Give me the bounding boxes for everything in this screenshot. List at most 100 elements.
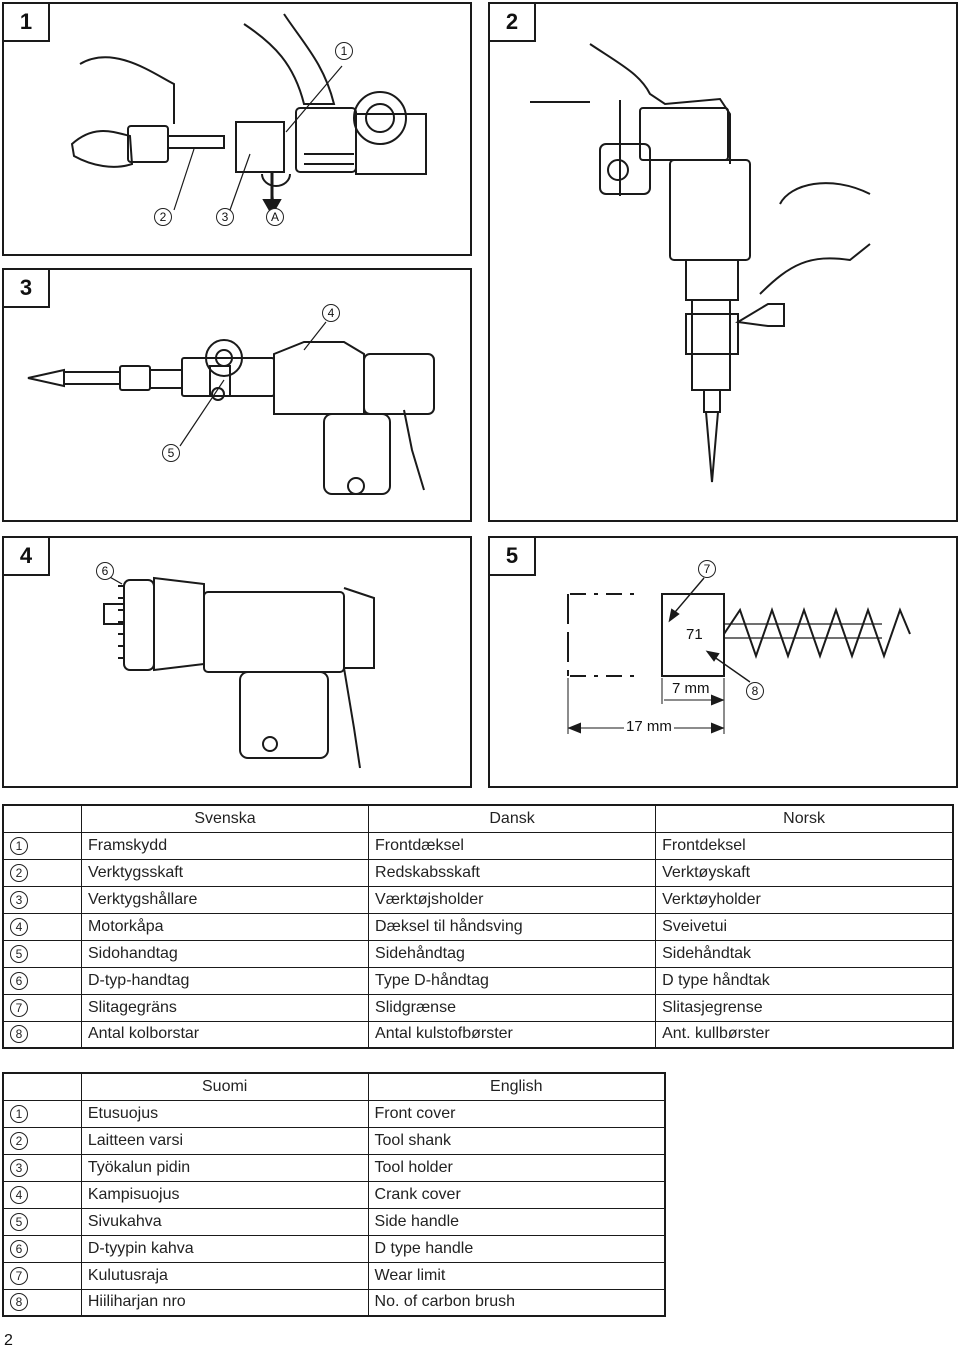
legend-number-circle: 2 bbox=[10, 1131, 28, 1150]
legend-cell: Kulutusraja bbox=[80, 1261, 369, 1290]
legend-number-circle: 8 bbox=[10, 1293, 28, 1312]
legend-header-norsk: Norsk bbox=[655, 804, 954, 833]
legend-cell: Sivukahva bbox=[80, 1207, 369, 1236]
vertical-hammer-illustration bbox=[530, 43, 871, 483]
callout-2: 2 bbox=[154, 208, 172, 226]
legend-cell: Kampisuojus bbox=[80, 1180, 369, 1209]
legend-cell: Antal kulstofbørster bbox=[368, 1020, 657, 1049]
legend-cell: Slitasjegrense bbox=[655, 993, 954, 1022]
page-number: 2 bbox=[4, 1332, 13, 1349]
legend-number-circle: 8 bbox=[10, 1025, 28, 1044]
legend-cell: Sidehåndtak bbox=[655, 939, 954, 968]
legend-header-row: Suomi English bbox=[2, 1072, 666, 1101]
legend-number-circle: 6 bbox=[10, 971, 28, 990]
legend-cell: D-tyypin kahva bbox=[80, 1234, 369, 1263]
measurement-17mm: 17 mm bbox=[624, 718, 674, 735]
legend-row-number: 5 bbox=[2, 1207, 82, 1236]
legend-row-number: 7 bbox=[2, 1261, 82, 1290]
measurement-7mm: 7 mm bbox=[672, 680, 710, 697]
legend-cell: Frontdæksel bbox=[368, 831, 657, 860]
legend-row-number: 1 bbox=[2, 1099, 82, 1128]
d-handle-illustration bbox=[103, 575, 375, 769]
figure-2-panel: 2 bbox=[488, 2, 958, 522]
legend-row-number: 3 bbox=[2, 885, 82, 914]
legend-row-number: 3 bbox=[2, 1153, 82, 1182]
legend-cell: Værktøjsholder bbox=[368, 885, 657, 914]
callout-3: 3 bbox=[216, 208, 234, 226]
legend-row-number: 4 bbox=[2, 912, 82, 941]
legend-cell: Frontdeksel bbox=[655, 831, 954, 860]
legend-row-number: 1 bbox=[2, 831, 82, 860]
legend-number-circle: 5 bbox=[10, 1212, 28, 1231]
legend-number-circle: 1 bbox=[10, 836, 28, 855]
legend-cell: Wear limit bbox=[367, 1261, 666, 1290]
legend-number-circle: 4 bbox=[10, 917, 28, 936]
figure-5-panel: 5 7 8 71 7 mm 17 mm bbox=[488, 536, 958, 788]
legend-cell: Ant. kullbørster bbox=[655, 1020, 954, 1049]
figure-number: 4 bbox=[4, 538, 50, 576]
figure-3-panel: 3 4 5 bbox=[2, 268, 472, 522]
legend-cell: D type handle bbox=[367, 1234, 666, 1263]
legend-cell: Slitagegräns bbox=[80, 993, 370, 1022]
legend-cell: Verktøyskaft bbox=[655, 858, 954, 887]
callout-1: 1 bbox=[335, 42, 353, 60]
legend-cell: Side handle bbox=[367, 1207, 666, 1236]
legend-number-circle: 3 bbox=[10, 890, 28, 909]
legend-cell: Antal kolborstar bbox=[80, 1020, 370, 1049]
figure-1-panel: 1 1 2 3 A bbox=[2, 2, 472, 256]
legend-cell: No. of carbon brush bbox=[367, 1288, 666, 1317]
measurement-71: 71 bbox=[686, 626, 703, 643]
legend-cell: Verktøyholder bbox=[655, 885, 954, 914]
legend-number-circle: 7 bbox=[10, 1266, 28, 1285]
legend-cell: Motorkåpa bbox=[80, 912, 370, 941]
legend-row-number: 2 bbox=[2, 858, 82, 887]
legend-number-circle: 2 bbox=[10, 863, 28, 882]
figure-number: 2 bbox=[490, 4, 536, 42]
legend-row-number: 4 bbox=[2, 1180, 82, 1209]
legend-cell: Type D-håndtag bbox=[368, 966, 657, 995]
figure-4-panel: 4 6 bbox=[2, 536, 472, 788]
figure-number: 1 bbox=[4, 4, 50, 42]
legend-cell: D type håndtak bbox=[655, 966, 954, 995]
legend-cell: Front cover bbox=[367, 1099, 666, 1128]
legend-cell: Etusuojus bbox=[80, 1099, 369, 1128]
callout-4: 4 bbox=[322, 304, 340, 322]
legend-cell: Verktygshållare bbox=[80, 885, 370, 914]
callout-a: A bbox=[266, 208, 284, 226]
legend-cell: D-typ-handtag bbox=[80, 966, 370, 995]
legend-cell: Crank cover bbox=[367, 1180, 666, 1209]
legend-header-suomi: Suomi bbox=[80, 1072, 369, 1101]
side-handle-illustration bbox=[27, 321, 435, 495]
legend-cell: Slidgrænse bbox=[368, 993, 657, 1022]
figure-number: 3 bbox=[4, 270, 50, 308]
legend-cell: Sidohandtag bbox=[80, 939, 370, 968]
legend-cell: Hiiliharjan nro bbox=[80, 1288, 369, 1317]
legend-row-number: 6 bbox=[2, 1234, 82, 1263]
legend-row-number: 6 bbox=[2, 966, 82, 995]
legend-number-circle: 5 bbox=[10, 944, 28, 963]
legend-row-number: 8 bbox=[2, 1288, 82, 1317]
legend-number-circle: 7 bbox=[10, 998, 28, 1017]
legend-cell: Tool holder bbox=[367, 1153, 666, 1182]
callout-5: 5 bbox=[162, 444, 180, 462]
legend-cell: Redskabsskaft bbox=[368, 858, 657, 887]
legend-number-circle: 4 bbox=[10, 1185, 28, 1204]
legend-number-circle: 6 bbox=[10, 1239, 28, 1258]
legend-header-english: English bbox=[367, 1072, 666, 1101]
callout-8: 8 bbox=[746, 682, 764, 700]
legend-cell: Työkalun pidin bbox=[80, 1153, 369, 1182]
